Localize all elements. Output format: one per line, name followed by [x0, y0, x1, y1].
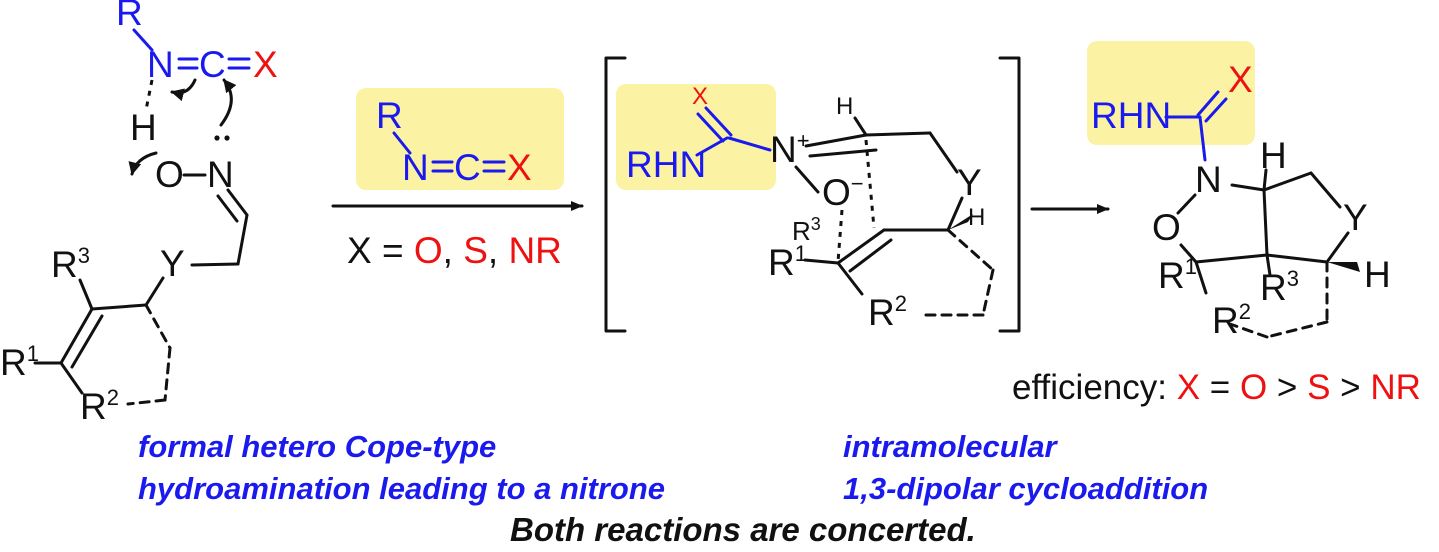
label-r2: R2 — [80, 385, 119, 427]
int-r2: R2 — [868, 291, 907, 333]
int-n-plus: N+ — [770, 128, 810, 170]
bracket-left — [604, 56, 627, 333]
int-x: X — [692, 83, 708, 110]
footer-note: Both reactions are concerted. — [510, 511, 976, 548]
reagent-box: R N C X — [356, 88, 564, 190]
conditions: X = O, S, NR — [347, 230, 562, 271]
efficiency-note: efficiency: X = O > S > NR — [1012, 368, 1421, 407]
int-h-top: H — [836, 93, 853, 120]
prod-rhn: RHN — [1091, 95, 1171, 136]
caption-left-line1: formal hetero Cope-type — [138, 429, 496, 464]
int-h-right: H — [968, 204, 985, 231]
atom-o: O — [155, 154, 184, 195]
prod-o: O — [1152, 207, 1181, 248]
prod-h-right: H — [1364, 254, 1391, 295]
prod-r1: R1 — [1158, 254, 1197, 296]
atom-c: C — [199, 44, 226, 85]
prod-n: N — [1195, 159, 1222, 200]
atom-x: X — [253, 44, 278, 85]
caption-right-line2: 1,3-dipolar cycloaddition — [843, 471, 1208, 506]
prod-r3: R3 — [1260, 266, 1299, 308]
prod-x: X — [1228, 59, 1253, 100]
bracket-right — [998, 56, 1021, 333]
reagent-c: C — [454, 147, 481, 188]
reagent-x: X — [507, 147, 532, 188]
product-isoxazolidine: X RHN N H Y H O R1 R3 R2 — [1087, 41, 1391, 341]
caption-right-line1: intramolecular — [843, 429, 1059, 464]
reagent-n: N — [402, 147, 429, 188]
label-r3: R3 — [51, 243, 90, 285]
atom-n-oxime: N — [207, 154, 234, 195]
prod-y: Y — [1343, 197, 1368, 238]
atom-h: H — [130, 107, 157, 148]
label-r1: R1 — [0, 341, 39, 383]
caption-left-line2: hydroamination leading to a nitrone — [138, 471, 665, 506]
prod-r2: R2 — [1212, 299, 1251, 341]
int-r3: R3 — [792, 214, 821, 246]
int-y: Y — [957, 162, 982, 203]
int-r1: R1 — [768, 241, 807, 283]
starting-material: R N C X H O N Y — [0, 0, 278, 427]
reagent-r: R — [376, 95, 403, 136]
prod-h-top: H — [1260, 135, 1287, 176]
int-o-minus: O− — [822, 171, 864, 213]
nitrone-intermediate: X RHN N+ H Y H O− R3 R1 R2 — [604, 56, 1021, 333]
int-rhn: RHN — [626, 144, 706, 185]
atom-r: R — [116, 0, 143, 33]
atom-n: N — [147, 44, 174, 85]
